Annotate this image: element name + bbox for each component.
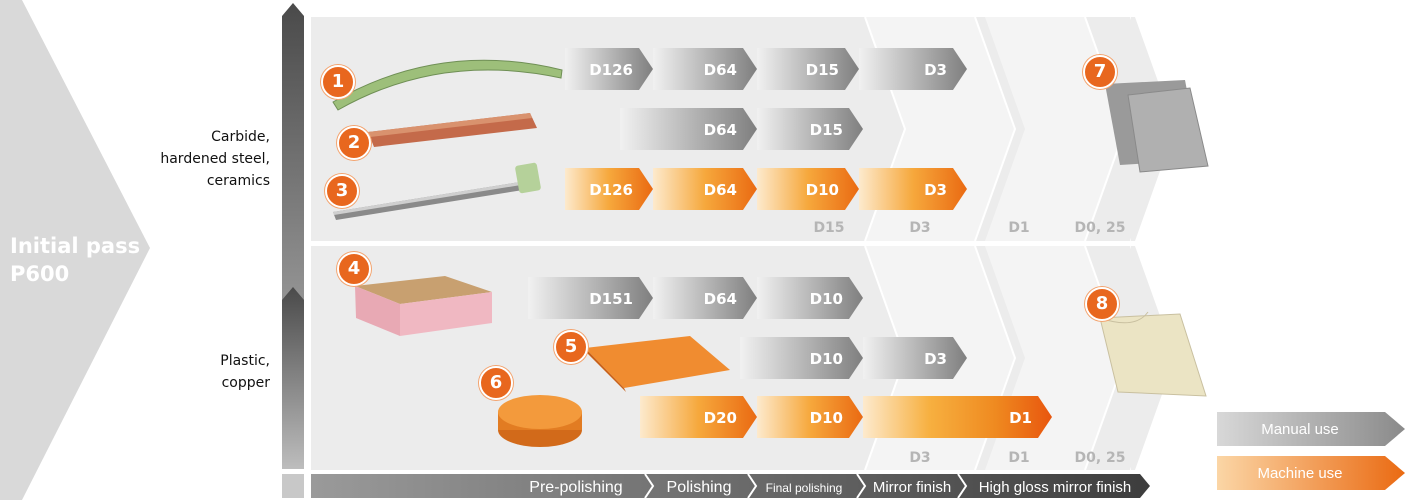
cloth-grey-icon [1105, 80, 1209, 173]
row-2-label-2: D15 [810, 121, 843, 139]
row-5-segment-1 [740, 337, 863, 379]
row-6-segment-3 [863, 396, 1052, 438]
row-3-label-2: D64 [704, 181, 737, 199]
row-3-label-1: D126 [589, 181, 633, 199]
column-label-top-1: D15 [813, 220, 844, 236]
material-label-plastic: Plastic, copper [120, 350, 270, 394]
column-label-top-4: D0, 25 [1074, 220, 1125, 236]
row-5-label-1: D10 [810, 350, 843, 368]
legend-manual-label: Manual use [1261, 421, 1339, 438]
initial-pass-line1: Initial pass [10, 234, 141, 258]
tool-sponge-block-icon [355, 276, 492, 336]
legend-machine-label: Machine use [1257, 465, 1342, 482]
row-1-segment-3 [757, 48, 859, 90]
row-6-label-3: D1 [1009, 409, 1032, 427]
row-6-label-1: D20 [704, 409, 737, 427]
cloth-beige-icon [1099, 311, 1207, 397]
initial-pass-chevron [0, 0, 150, 500]
stage-bar [311, 474, 1150, 498]
step-number-5: 5 [554, 330, 588, 364]
legend: Manual use Machine use [1217, 412, 1405, 490]
row-1-segment-2 [653, 48, 757, 90]
step-number-4: 4 [337, 252, 371, 286]
stage-label-1: Pre-polishing [529, 479, 622, 496]
material-carbide-line3: ceramics [206, 173, 270, 189]
step-number-7: 7 [1083, 55, 1117, 89]
row-4-label-3: D10 [810, 290, 843, 308]
row-2-segment-1 [620, 108, 757, 150]
vertical-arrow-bottom [282, 287, 304, 469]
tool-flat-stick-icon [368, 113, 537, 147]
tool-round-sponge-icon [498, 395, 582, 447]
row-4-label-1: D151 [589, 290, 633, 308]
step-number-6: 6 [479, 366, 513, 400]
tool-orange-pad-icon [585, 336, 730, 392]
legend-machine-swatch [1217, 456, 1405, 490]
row-4-segment-1 [528, 277, 653, 319]
column-label-bottom-3: D0, 25 [1074, 450, 1125, 466]
row-3-segment-4 [859, 168, 967, 210]
row-1-label-4: D3 [924, 61, 947, 79]
row-6-label-2: D10 [810, 409, 843, 427]
row-2-label-1: D64 [704, 121, 737, 139]
stage-label-3: Final polishing [766, 481, 843, 495]
stage-label-2: Polishing [667, 479, 732, 496]
row-1-segment-4 [859, 48, 967, 90]
tool-file-curved-icon [332, 59, 563, 111]
step-number-1: 1 [321, 65, 355, 99]
row-6-segment-1 [640, 396, 757, 438]
stage-labels: Pre-polishing Polishing Final polishing Mir… [529, 479, 1131, 496]
stage-separators [644, 473, 968, 499]
row-2-segment-2 [757, 108, 863, 150]
column-label-top-3: D1 [1008, 220, 1029, 236]
material-carbide-line1: Carbide, [211, 129, 270, 145]
step-number-2: 2 [337, 126, 371, 160]
column-label-top-2: D3 [909, 220, 930, 236]
legend-manual-swatch [1217, 412, 1405, 446]
row-6-segment-2 [757, 396, 863, 438]
row-3-segment-3 [757, 168, 859, 210]
material-plastic-line1: Plastic, [220, 353, 270, 369]
row-3-label-3: D10 [806, 181, 839, 199]
vertical-base [282, 474, 304, 498]
row-1-label-2: D64 [704, 61, 737, 79]
row-5-label-2: D3 [924, 350, 947, 368]
stage-label-4: Mirror finish [873, 479, 951, 496]
row-3-segment-2 [653, 168, 757, 210]
row-4-segment-2 [653, 277, 757, 319]
material-carbide-line2: hardened steel, [160, 151, 270, 167]
initial-pass-line2: P600 [10, 262, 70, 286]
column-label-bottom-2: D1 [1008, 450, 1029, 466]
row-4-segment-3 [757, 277, 863, 319]
stage-label-5: High gloss mirror finish [979, 479, 1132, 496]
row-3-label-4: D3 [924, 181, 947, 199]
row-1-label-1: D126 [589, 61, 633, 79]
step-number-3: 3 [325, 174, 359, 208]
material-label-carbide: Carbide, hardened steel, ceramics [120, 126, 270, 192]
tool-mounted-point-icon [333, 162, 541, 220]
step-number-8: 8 [1085, 287, 1119, 321]
row-4-label-2: D64 [704, 290, 737, 308]
initial-pass-label: Initial pass P600 [10, 232, 140, 288]
row-1-label-3: D15 [806, 61, 839, 79]
material-plastic-line2: copper [221, 375, 270, 391]
row-5-segment-2 [863, 337, 967, 379]
column-label-bottom-1: D3 [909, 450, 930, 466]
row-3-segment-1 [565, 168, 653, 210]
row-1-segment-1 [565, 48, 653, 90]
